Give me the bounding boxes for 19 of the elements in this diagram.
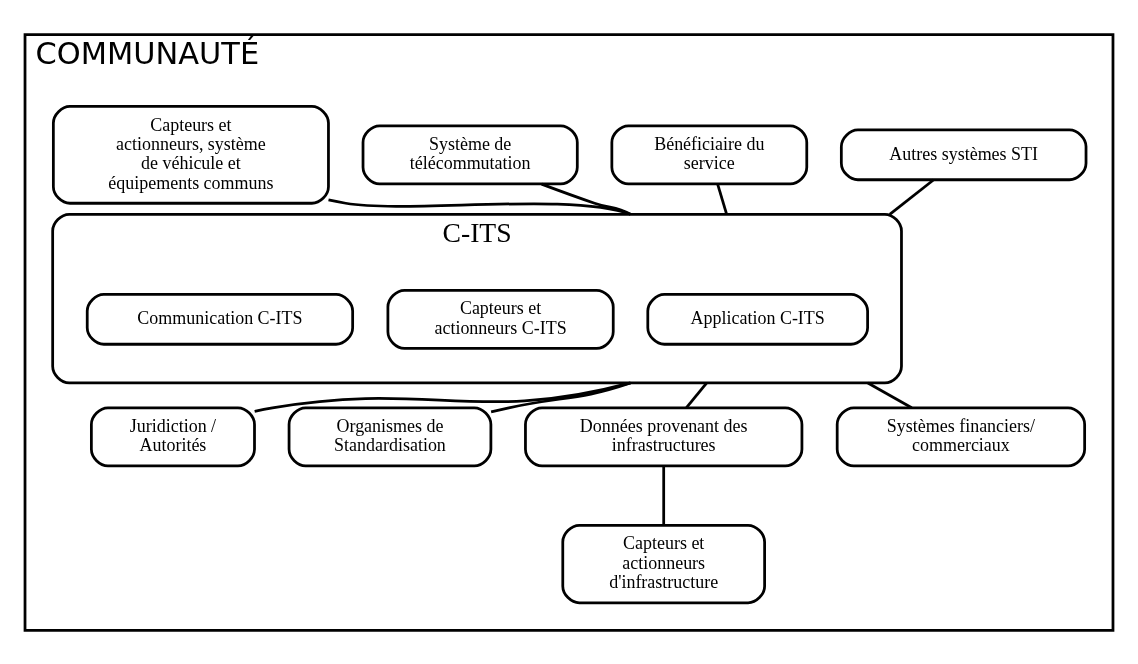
node-box: Capteurs et actionneurs, système de véhicule et équipements communs xyxy=(52,104,330,205)
node-box: Organismes de Standardisation xyxy=(287,405,493,467)
connector xyxy=(254,381,631,413)
connector xyxy=(662,466,666,525)
connector xyxy=(490,381,631,413)
node-box: Capteurs et actionneurs d'infrastructure xyxy=(561,523,766,604)
node-box: Communication C-ITS xyxy=(85,292,355,346)
connector xyxy=(328,198,631,216)
node-box: Données provenant des infrastructures xyxy=(524,405,804,467)
node-box: Capteurs et actionneurs C-ITS xyxy=(386,288,615,350)
node-box: Systèmes financiers/ commerciaux xyxy=(835,405,1087,467)
connector xyxy=(716,183,728,215)
node-box: Juridiction / Autorités xyxy=(90,405,256,467)
node-box: Système de télécommutation xyxy=(361,123,579,185)
node-box: Autres systèmes STI xyxy=(839,128,1088,181)
connector xyxy=(888,178,935,215)
node-box: Bénéficiaire du service xyxy=(610,123,809,185)
connector xyxy=(685,381,708,409)
node-box: Application C-ITS xyxy=(646,292,869,346)
